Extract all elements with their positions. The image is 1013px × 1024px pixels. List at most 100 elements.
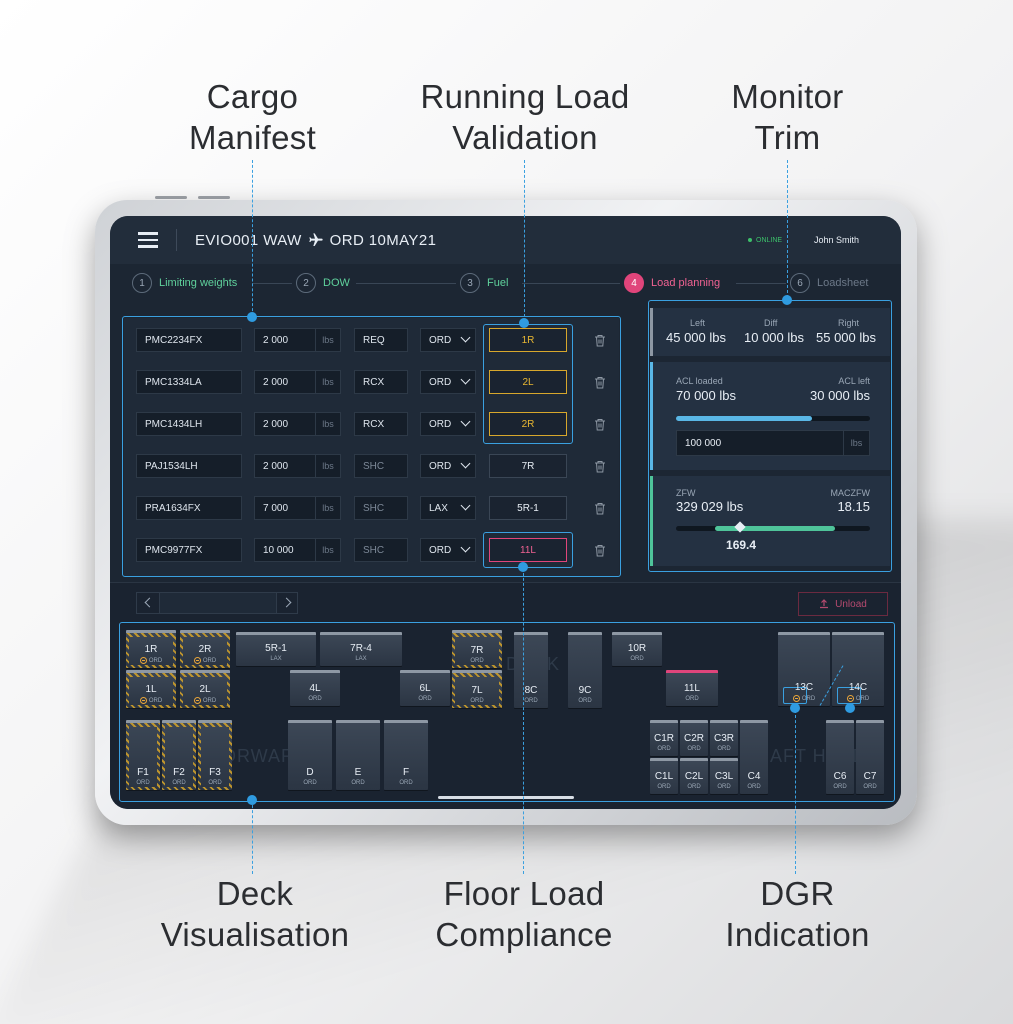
destination-value: ORD bbox=[429, 544, 452, 556]
position-field[interactable]: 2L bbox=[489, 370, 567, 394]
uld-code: C7 bbox=[863, 771, 877, 782]
uld-id-field[interactable]: PMC2234FX bbox=[136, 328, 242, 352]
uld-id-field[interactable]: PMC1334LA bbox=[136, 370, 242, 394]
position-field[interactable]: 2R bbox=[489, 412, 567, 436]
trash-icon[interactable] bbox=[594, 502, 606, 515]
position-field[interactable]: 5R-1 bbox=[489, 496, 567, 520]
uld-destination: ORD bbox=[208, 780, 222, 786]
uld-id-field[interactable]: PAJ1534LH bbox=[136, 454, 242, 478]
code-field[interactable]: SHC bbox=[354, 538, 408, 562]
weight-unit: lbs bbox=[315, 412, 341, 436]
uld-code: 5R-1 bbox=[265, 643, 287, 654]
step-number: 6 bbox=[790, 273, 810, 293]
destination-select[interactable]: ORD bbox=[420, 538, 476, 562]
weight-field[interactable]: 10 000 bbox=[254, 538, 316, 562]
destination-select[interactable]: ORD bbox=[420, 454, 476, 478]
deck-visualisation: DECK FORWARD AFT HOLD 1RORD2RORD5R-1LAX7… bbox=[110, 216, 901, 809]
uld-id-field[interactable]: PMC1434LH bbox=[136, 412, 242, 436]
flight-origin: EVIO001 WAW bbox=[195, 231, 302, 249]
pager-track[interactable] bbox=[159, 593, 277, 613]
uld-id-field[interactable]: PRA1634FX bbox=[136, 496, 242, 520]
acl-input[interactable]: 100 000 lbs bbox=[676, 430, 870, 456]
dgr-icon bbox=[139, 697, 147, 704]
position-field[interactable]: 1R bbox=[489, 328, 567, 352]
menu-icon[interactable] bbox=[138, 232, 158, 248]
position-field[interactable]: 7R bbox=[489, 454, 567, 478]
trash-icon[interactable] bbox=[594, 334, 606, 347]
trash-icon[interactable] bbox=[594, 544, 606, 557]
trash-icon[interactable] bbox=[594, 460, 606, 473]
destination-select[interactable]: ORD bbox=[420, 412, 476, 436]
trash-icon[interactable] bbox=[594, 418, 606, 431]
weight-field[interactable]: 2 000 bbox=[254, 454, 316, 478]
weight-field[interactable]: 2 000 bbox=[254, 328, 316, 352]
uld-destination: ORD bbox=[148, 657, 163, 664]
deck-pager[interactable] bbox=[136, 592, 298, 614]
connector-line bbox=[252, 800, 253, 874]
trash-icon[interactable] bbox=[594, 376, 606, 389]
destination-select[interactable]: ORD bbox=[420, 328, 476, 352]
destination-select[interactable]: ORD bbox=[420, 370, 476, 394]
destination-select[interactable]: LAX bbox=[420, 496, 476, 520]
code-field[interactable]: SHC bbox=[354, 454, 408, 478]
uld-destination: ORD bbox=[136, 780, 150, 786]
card-accent bbox=[650, 308, 653, 356]
uld-destination: ORD bbox=[863, 784, 877, 790]
user-name[interactable]: John Smith bbox=[814, 235, 860, 245]
code-field[interactable]: RCX bbox=[354, 370, 408, 394]
uld-destination: ORD bbox=[351, 780, 365, 786]
unload-button[interactable]: Unload bbox=[798, 592, 888, 616]
weight-unit: lbs bbox=[315, 328, 341, 352]
uld-code: C6 bbox=[833, 771, 847, 782]
status-indicator: ONLINE bbox=[748, 237, 782, 244]
code-field[interactable]: REQ bbox=[354, 328, 408, 352]
weight-unit: lbs bbox=[315, 496, 341, 520]
code-field[interactable]: SHC bbox=[354, 496, 408, 520]
weight-field[interactable]: 2 000 bbox=[254, 412, 316, 436]
position-field[interactable]: 11L bbox=[489, 538, 567, 562]
device-button bbox=[155, 196, 187, 199]
code-field[interactable]: RCX bbox=[354, 412, 408, 436]
uld-id-field[interactable]: PMC9977FX bbox=[136, 538, 242, 562]
